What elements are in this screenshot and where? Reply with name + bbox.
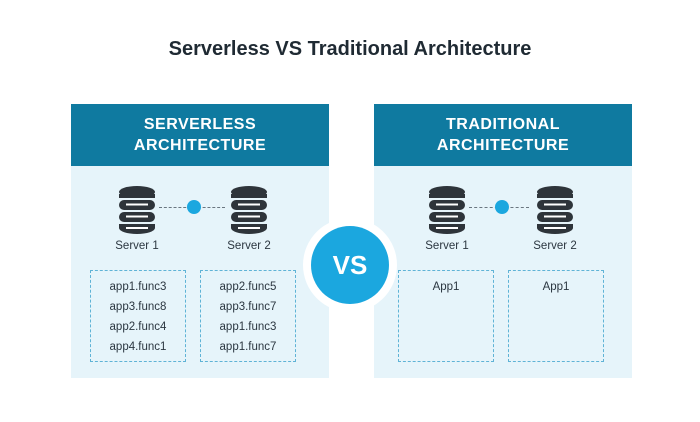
traditional-header-line1: TRADITIONAL	[446, 116, 560, 133]
serverless-panel: SERVERLESS ARCHITECTURE Server 1	[71, 104, 329, 378]
function-item: app1.func3	[109, 281, 167, 293]
traditional-server-2: Server 2	[525, 186, 585, 252]
app-item: App1	[542, 281, 570, 293]
function-item: app3.func7	[219, 301, 277, 313]
function-item: app2.func4	[109, 321, 167, 333]
serverless-header-line2: ARCHITECTURE	[133, 137, 267, 154]
serverless-server-2: Server 2	[219, 186, 279, 252]
serverless-header: SERVERLESS ARCHITECTURE	[71, 104, 329, 166]
function-item: app4.func1	[109, 341, 167, 353]
server-label: Server 1	[115, 240, 159, 252]
server-label: Server 1	[425, 240, 469, 252]
traditional-server-1-apps: App1	[398, 270, 494, 362]
serverless-server-1: Server 1	[107, 186, 167, 252]
function-item: app1.func3	[219, 321, 277, 333]
serverless-server-2-functions: app2.func5 app3.func7 app1.func3 app1.fu…	[200, 270, 296, 362]
page-title: Serverless VS Traditional Architecture	[168, 38, 532, 60]
traditional-server-2-apps: App1	[508, 270, 604, 362]
server-label: Server 2	[227, 240, 271, 252]
serverless-server-1-functions: app1.func3 app3.func8 app2.func4 app4.fu…	[90, 270, 186, 362]
traditional-panel: TRADITIONAL ARCHITECTURE Server 1	[374, 104, 632, 378]
function-item: app1.func7	[219, 341, 277, 353]
traditional-header-line2: ARCHITECTURE	[436, 137, 570, 154]
connector-dot	[495, 200, 509, 214]
function-item: app3.func8	[109, 301, 167, 313]
database-icon	[219, 186, 279, 234]
traditional-server-1: Server 1	[417, 186, 477, 252]
app-item: App1	[432, 281, 460, 293]
traditional-header: TRADITIONAL ARCHITECTURE	[374, 104, 632, 166]
vs-label: VS	[311, 226, 389, 304]
function-item: app2.func5	[219, 281, 277, 293]
connector-dot	[187, 200, 201, 214]
database-icon	[417, 186, 477, 234]
vs-badge: VS	[303, 218, 397, 312]
server-label: Server 2	[533, 240, 577, 252]
database-icon	[107, 186, 167, 234]
database-icon	[525, 186, 585, 234]
serverless-header-line1: SERVERLESS	[143, 116, 257, 133]
